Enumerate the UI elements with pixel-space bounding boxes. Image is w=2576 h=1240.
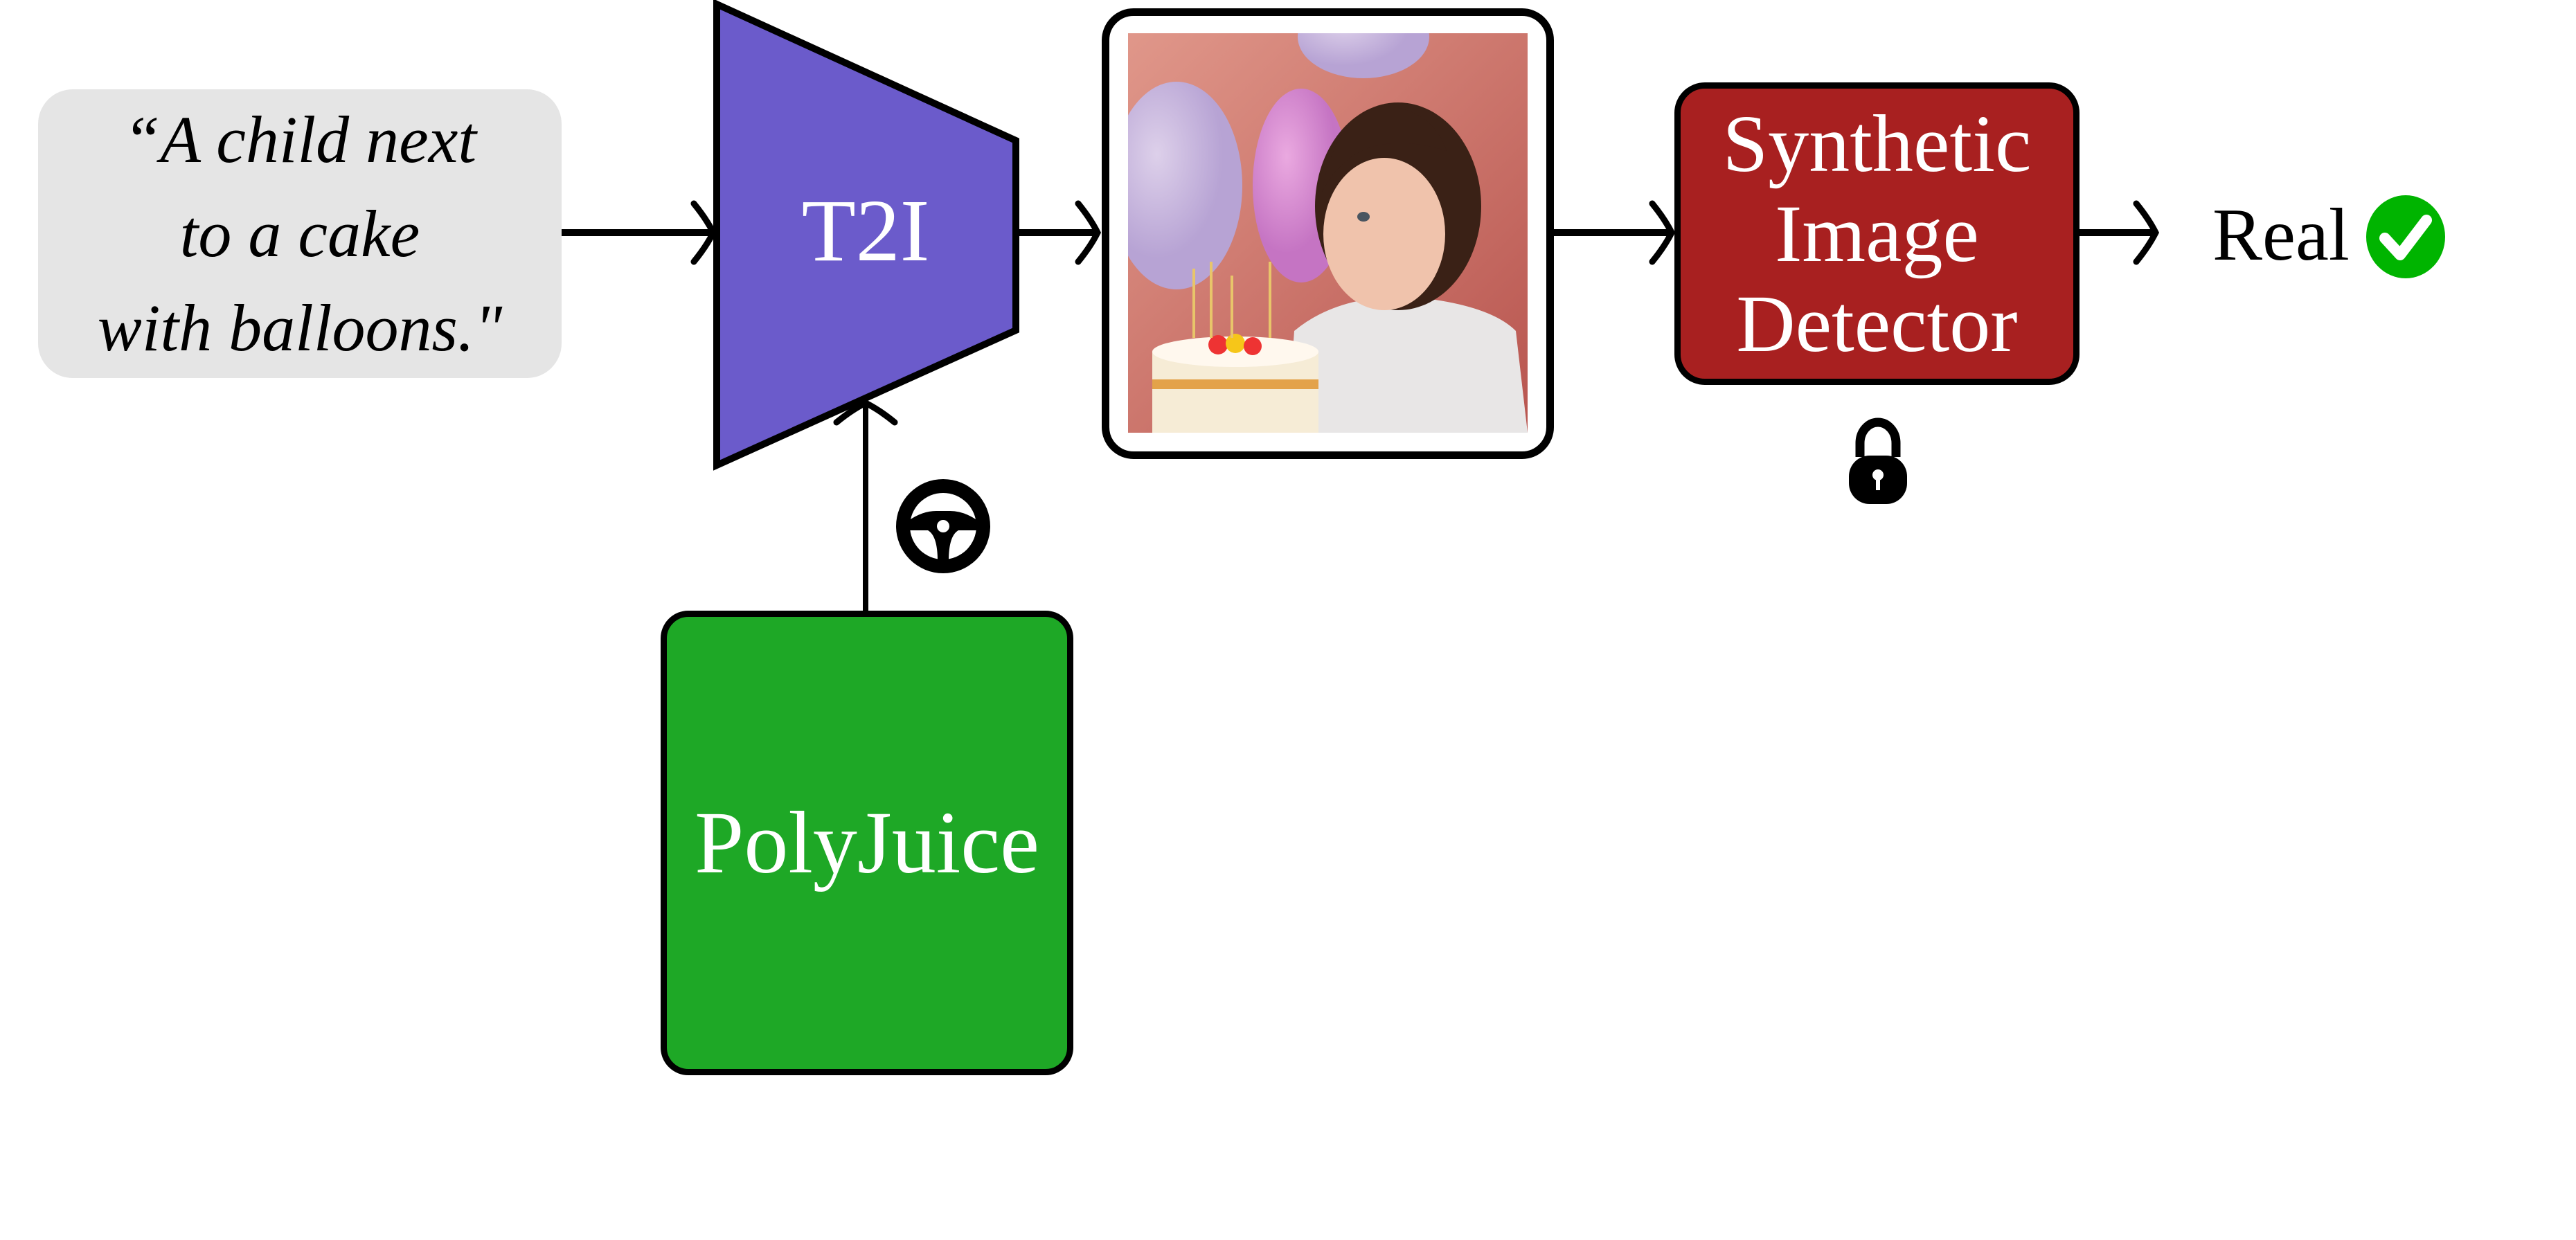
synthetic-image-detector-box: Synthetic Image Detector [1674, 82, 2079, 385]
prompt-line: to a cake [179, 196, 420, 271]
prompt-line: with balloons." [97, 290, 503, 365]
lock-icon [1849, 417, 1907, 504]
generated-image [1128, 33, 1528, 433]
check-circle-icon [2366, 195, 2445, 278]
detector-label-line: Detector [1736, 278, 2018, 369]
detector-label-line: Image [1775, 188, 1979, 279]
arrow-polyjuice-to-t2i [837, 403, 895, 611]
prompt-line: “A child next [123, 102, 477, 177]
arrow-image-to-detector [1554, 204, 1672, 262]
detector-label-line: Synthetic [1722, 98, 2032, 189]
arrow-prompt-to-t2i [562, 204, 713, 262]
steering-wheel-icon [896, 479, 990, 573]
output-label: Real [2212, 194, 2350, 276]
t2i-label: T2I [801, 181, 930, 280]
polyjuice-label: PolyJuice [695, 793, 1039, 892]
arrow-detector-to-output [2079, 204, 2156, 262]
text-prompt-box: “A child next to a cake with balloons." [38, 89, 562, 378]
arrow-t2i-to-image [1016, 204, 1098, 262]
t2i-trapezoid [713, 0, 1019, 471]
polyjuice-box: PolyJuice [661, 611, 1073, 1075]
